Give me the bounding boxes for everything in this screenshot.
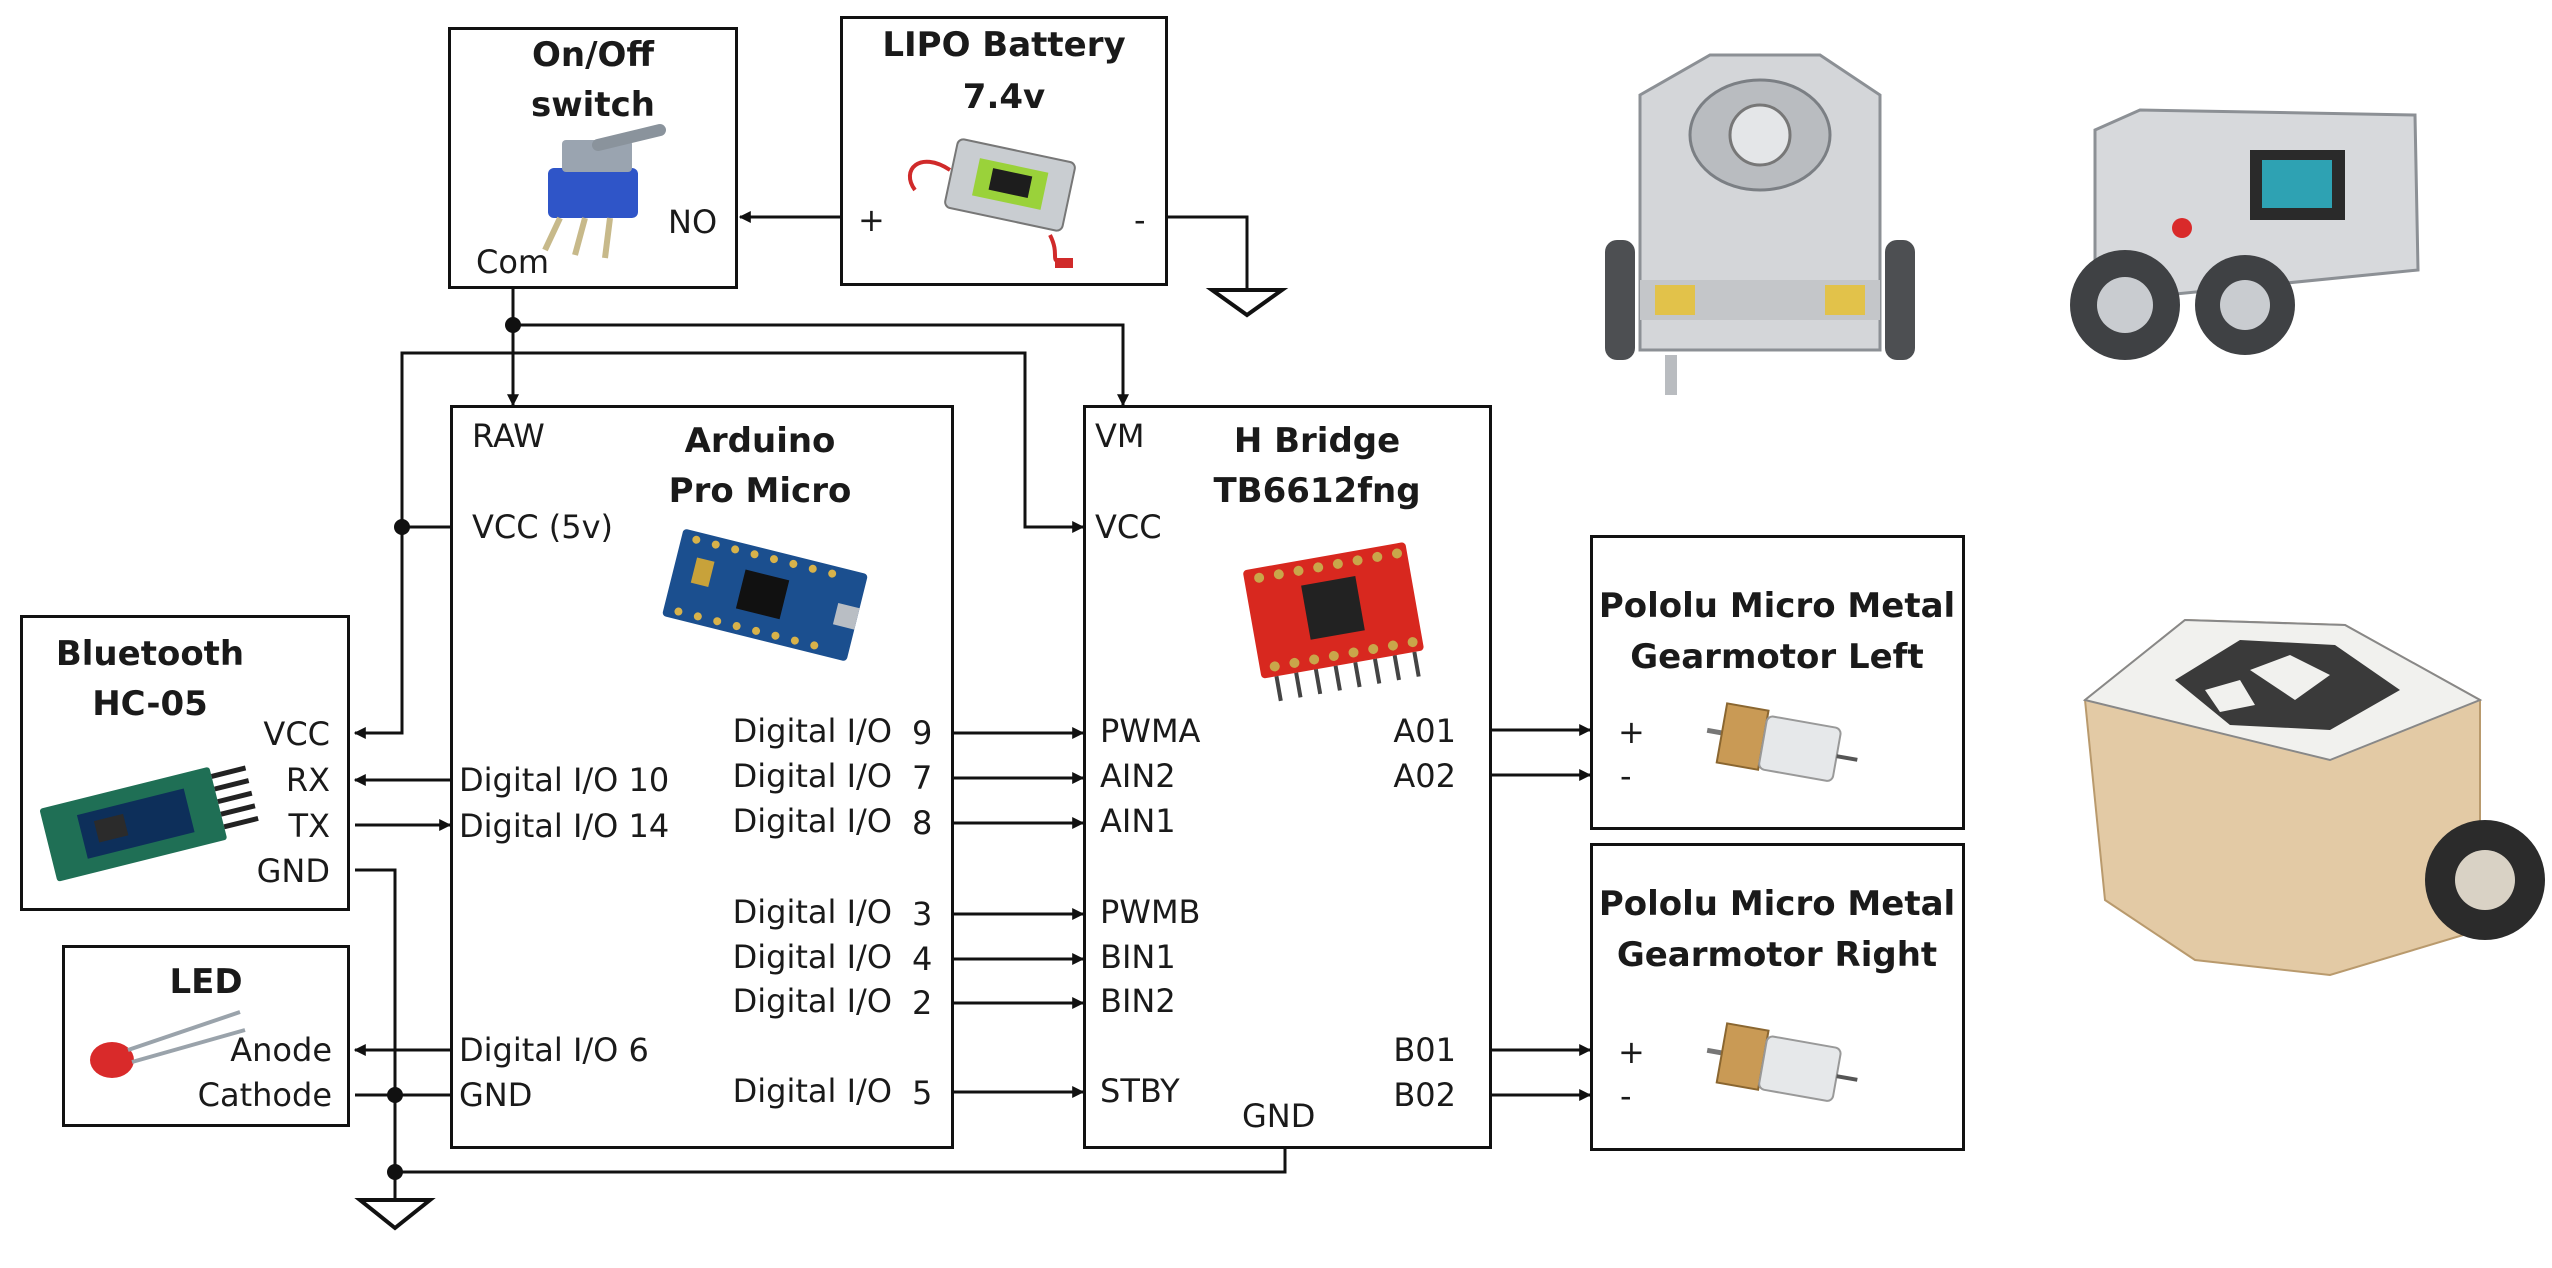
switch-pin-com: Com — [476, 243, 550, 281]
hbridge-title: H Bridge — [1233, 421, 1401, 461]
switch-pin-no: NO — [668, 203, 718, 241]
hbridge-pin-bin2: BIN2 — [1100, 982, 1176, 1020]
arduino-pin-io7-label: Digital I/O — [732, 757, 892, 795]
hbridge-box — [1083, 405, 1492, 1149]
led-anode: Anode — [230, 1031, 332, 1069]
motor-left-plus: + — [1618, 713, 1645, 751]
arduino-pin-io5-num: 5 — [912, 1074, 933, 1112]
hbridge-pin-gnd: GND — [1242, 1097, 1316, 1135]
arduino-pin-io6: Digital I/O 6 — [459, 1031, 649, 1069]
hbridge-pin-vm: VM — [1095, 417, 1145, 455]
arduino-pin-io3-num: 3 — [912, 895, 933, 933]
bluetooth-pin-tx: TX — [288, 807, 330, 845]
bluetooth-title: Bluetooth — [55, 634, 245, 674]
arduino-pin-io7-num: 7 — [912, 759, 933, 797]
arduino-box — [450, 405, 954, 1149]
arduino-pin-io10: Digital I/O 10 — [459, 761, 670, 799]
wire-battery-to-ground — [1160, 215, 1249, 290]
hbridge-pin-a01: A01 — [1393, 712, 1456, 750]
motor-left-title: Pololu Micro Metal — [1598, 586, 1956, 626]
hbridge-pin-b02: B02 — [1393, 1076, 1456, 1114]
battery-voltage: 7.4v — [962, 77, 1046, 117]
arduino-pin-io3-label: Digital I/O — [732, 893, 892, 931]
battery-minus: - — [1134, 201, 1146, 239]
arduino-subtitle: Pro Micro — [668, 471, 852, 511]
arduino-pin-raw: RAW — [472, 417, 545, 455]
hbridge-pin-a02: A02 — [1393, 757, 1456, 795]
switch-subtitle: switch — [531, 85, 655, 125]
bluetooth-pin-vcc: VCC — [263, 715, 330, 753]
motor-right-plus: + — [1618, 1033, 1645, 1071]
bluetooth-subtitle: HC-05 — [92, 684, 208, 724]
battery-plus: + — [858, 201, 885, 239]
motor-right-minus: - — [1620, 1077, 1632, 1115]
switch-title: On/Off — [532, 35, 654, 75]
bluetooth-pin-gnd: GND — [256, 852, 330, 890]
hbridge-pin-bin1: BIN1 — [1100, 938, 1176, 976]
hbridge-pin-pwma: PWMA — [1100, 712, 1201, 750]
arduino-pin-gnd: GND — [459, 1076, 533, 1114]
motor-left-minus: - — [1620, 757, 1632, 795]
battery-title: LIPO Battery — [882, 25, 1126, 65]
motor-right-subtitle: Gearmotor Right — [1616, 935, 1938, 975]
hbridge-pin-ain1: AIN1 — [1100, 802, 1176, 840]
arduino-pin-io4-num: 4 — [912, 940, 933, 978]
arduino-pin-io2-label: Digital I/O — [732, 982, 892, 1020]
arduino-pin-io9-num: 9 — [912, 714, 933, 752]
motor-left-subtitle: Gearmotor Left — [1630, 637, 1924, 677]
motor-left-box — [1590, 535, 1965, 830]
wire-ground-bus — [395, 1147, 1287, 1174]
arduino-pin-io4-label: Digital I/O — [732, 938, 892, 976]
hbridge-pin-ain2: AIN2 — [1100, 757, 1176, 795]
motor-right-title: Pololu Micro Metal — [1598, 884, 1956, 924]
arduino-pin-io2-num: 2 — [912, 984, 933, 1022]
hbridge-subtitle: TB6612fng — [1213, 471, 1421, 511]
arduino-pin-io8-label: Digital I/O — [732, 802, 892, 840]
hbridge-pin-b01: B01 — [1393, 1031, 1456, 1069]
ground-symbol — [354, 288, 1289, 1231]
arduino-pin-io9-label: Digital I/O — [732, 712, 892, 750]
arduino-pin-io14: Digital I/O 14 — [459, 807, 670, 845]
arduino-title: Arduino — [684, 421, 836, 461]
led-cathode: Cathode — [197, 1076, 332, 1114]
hbridge-pin-vcc: VCC — [1095, 508, 1162, 546]
motor-right-box — [1590, 843, 1965, 1151]
led-box — [62, 945, 350, 1127]
arduino-pin-io8-num: 8 — [912, 804, 933, 842]
arduino-pin-io5-label: Digital I/O — [732, 1072, 892, 1110]
bluetooth-pin-rx: RX — [285, 761, 330, 799]
led-title: LED — [169, 962, 243, 1002]
hbridge-pin-pwmb: PWMB — [1100, 893, 1201, 931]
hbridge-pin-stby: STBY — [1100, 1072, 1180, 1110]
arduino-pin-vcc: VCC (5v) — [472, 508, 614, 546]
